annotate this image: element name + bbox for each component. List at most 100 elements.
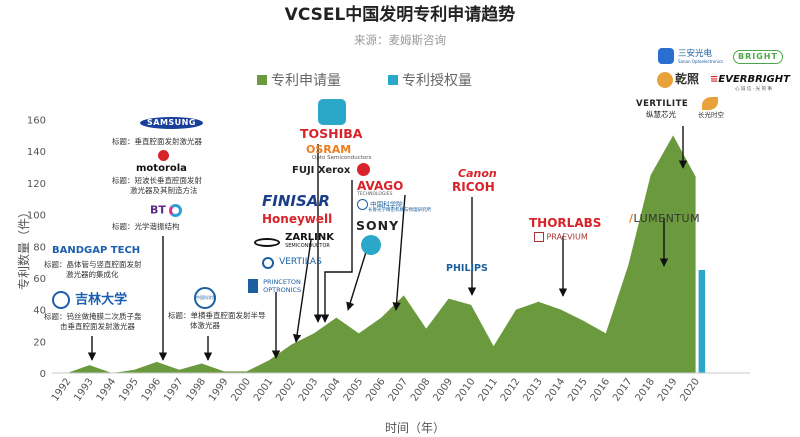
logo-changguang: 长光时空 [698,111,724,119]
changguang-sail-icon [702,97,718,110]
jilin-seal-icon [52,291,70,309]
logo-osram-sub: Opto Semiconductors [312,155,372,161]
vertilas-icon [262,256,274,269]
x-tick-2014: 2014 [544,376,568,403]
x-tick-1995: 1995 [117,376,141,403]
logo-jilin: 吉林大学 [52,291,127,309]
annotation-arrows [87,126,688,361]
bar-2020 [698,270,706,373]
legend-swatch-grants [388,75,398,85]
sony-badge-icon [361,235,381,255]
x-tick-2005: 2005 [342,376,366,403]
logo-avago-sub: TECHNOLOGIES [357,192,393,197]
x-tick-2008: 2008 [409,376,433,403]
y-tick-20: 20 [33,337,46,348]
note-bandgap: 标题：晶体管与竖直腔面发射 激光器的集成化 [44,260,142,279]
note-ict: 标题：单横垂直腔面发射半导 体激光器 [168,311,266,330]
x-tick-2019: 2019 [656,376,680,403]
logo-osram: OSRAM [306,143,352,156]
x-tick-2015: 2015 [566,376,590,403]
logo-ricoh: RICOH [452,180,495,194]
legend-label-applications: 专利申请量 [271,73,341,89]
x-tick-2018: 2018 [634,376,658,403]
arrow-2004 [346,251,367,311]
logo-toshiba: TOSHIBA [300,126,363,141]
y-tick-40: 40 [33,306,46,317]
note-samsung: 标题：垂直腔面发射激光器 [112,137,202,146]
logo-fujixerox: FUJI Xerox [292,165,351,176]
x-tick-1994: 1994 [95,376,119,403]
x-tick-2007: 2007 [387,376,411,403]
lumentum-slash-icon: / [629,212,634,225]
cas-seal-icon [357,199,368,210]
logo-sony: SONY [356,218,400,233]
qianzhao-icon [657,72,673,88]
x-tick-1999: 1999 [207,376,231,403]
x-tick-2003: 2003 [297,376,321,403]
logo-qianzhao: 乾照 [675,72,700,86]
praevium-mark-icon [534,232,544,242]
logo-cas-sub: 长春光学精密机械与物理研究所 [368,208,431,213]
legend-label-grants: 专利授权量 [402,73,472,89]
y-axis-label: 专利数量（件） [16,206,31,290]
logo-bright: BRIGHT [733,50,783,64]
logo-everbright: ≡EVERBRIGHT [710,74,790,85]
logo-samsung: SAMSUNG [140,117,203,129]
logo-bt: BT [150,204,182,217]
logo-honeywell: Honeywell [262,212,333,226]
x-tick-2002: 2002 [274,376,298,403]
arrow-2002 [292,239,312,343]
bt-globe-icon [168,204,182,217]
arrow-2003b [320,180,353,323]
y-tick-140: 140 [27,147,46,158]
logo-lumentum: /LUMENTUM [629,212,701,225]
x-tick-2012: 2012 [499,376,523,403]
logo-sanan-sub: Sanan Optoelectronics [678,59,724,64]
logo-thorlabs: THORLABS [529,216,602,230]
chart-title: VCSEL中国发明专利申请趋势 [285,4,516,25]
zarlink-mark-icon [254,237,280,247]
y-tick-120: 120 [27,179,46,190]
chart-subtitle: 来源：麦姆斯咨询 [354,33,446,47]
y-tick-100: 100 [27,211,46,222]
legend: 专利申请量 专利授权量 [257,73,472,89]
logo-vertilite: VERTILITE [636,99,689,109]
x-tick-1998: 1998 [185,376,209,403]
logo-vertilas: VERTILAS [262,254,322,270]
note-motorola: 标题：短波长垂直腔面发射 激光器及其制造方法 [112,176,202,195]
x-tick-2000: 2000 [229,376,253,403]
x-tick-2009: 2009 [431,376,455,403]
logo-motorola: motorola [136,163,187,174]
area-series [67,135,696,373]
x-tick-1993: 1993 [72,376,96,403]
arrow-2005 [392,194,406,311]
x-axis-label: 时间（年） [385,421,445,435]
y-tick-0: 0 [40,369,46,380]
y-tick-60: 60 [33,274,46,285]
logo-sanan: 三安光电 [678,49,713,59]
logo-canon: Canon [458,167,497,180]
x-tick-2017: 2017 [611,376,635,403]
sanan-logo-icon [658,48,674,64]
x-tick-2020: 2020 [678,376,702,403]
x-tick-2016: 2016 [589,376,613,403]
x-tick-1997: 1997 [162,376,186,403]
x-tick-2011: 2011 [476,376,500,403]
x-tick-1992: 1992 [50,376,74,403]
x-tick-2013: 2013 [521,376,545,403]
logo-finisar: FINISAR [262,192,330,210]
logo-philips: PHILIPS [446,263,488,274]
princeton-mark-icon [248,278,258,293]
axes: 0204060801001201401601992199319941995199… [27,116,750,404]
logo-everbright-sub: 心 诚 信 · 光 的 事 [735,87,773,92]
fujixerox-ball-icon [357,163,370,176]
x-tick-2006: 2006 [364,376,388,403]
logo-bandgap: BANDGAP TECH [52,245,141,256]
y-tick-80: 80 [33,242,46,253]
logo-cas: 中国科学院 [357,199,403,210]
logo-praevium: PRAEVIUM [534,232,588,242]
motorola-icon [158,150,169,161]
